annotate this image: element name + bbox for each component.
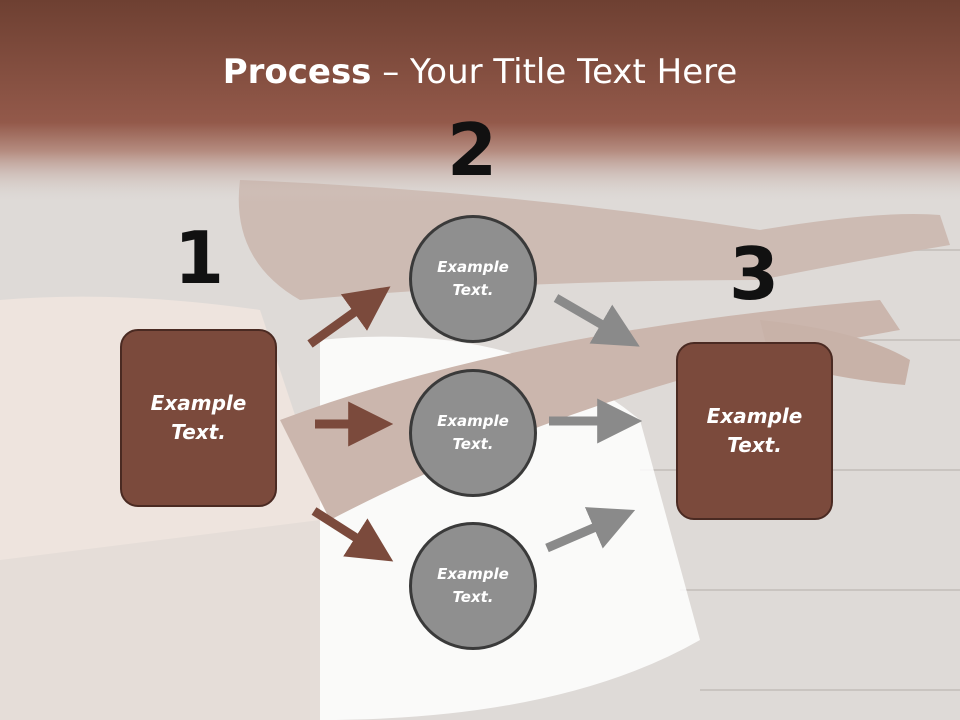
circle-middle: Example Text. — [409, 369, 537, 497]
circle-bottom: Example Text. — [409, 522, 537, 650]
circle-top: Example Text. — [409, 215, 537, 343]
step-number-2: 2 — [446, 108, 498, 192]
step-1-box: Example Text. — [120, 329, 277, 507]
circle-middle-text: Example Text. — [437, 412, 509, 453]
step-3-box: Example Text. — [676, 342, 833, 520]
title-rest: – Your Title Text Here — [371, 52, 738, 92]
step-number-1: 1 — [173, 216, 225, 300]
circle-bottom-text: Example Text. — [437, 565, 509, 606]
circle-top-text: Example Text. — [437, 258, 509, 299]
step-number-3: 3 — [728, 232, 780, 316]
step-3-box-text: Example Text. — [706, 404, 803, 457]
title-bold: Process — [222, 52, 372, 92]
step-1-box-text: Example Text. — [150, 391, 247, 444]
slide-title: Process – Your Title Text Here — [0, 52, 960, 92]
